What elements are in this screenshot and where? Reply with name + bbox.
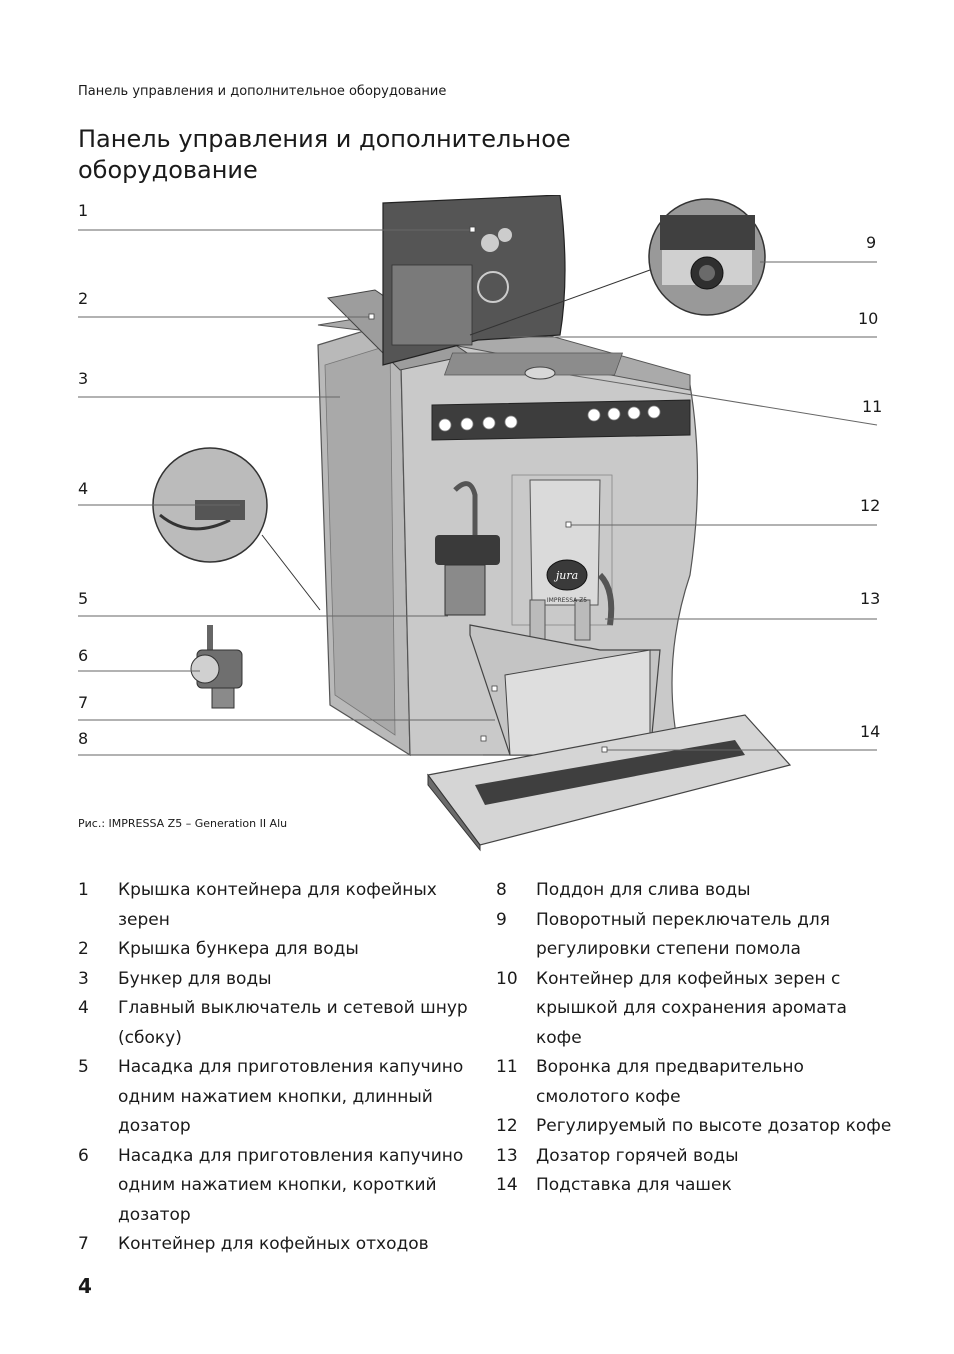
page-title: Панель управления и дополнительное обору… xyxy=(78,125,571,184)
legend-item: 7 Контейнер для кофейных отходов xyxy=(78,1230,468,1260)
callout-5: 5 xyxy=(78,589,89,608)
legend-text: Крышка контейнера для кофейных зерен xyxy=(118,880,437,930)
machine-figure: jura IMPRESSA Z5 1 2 3 4 5 6 7 8 9 10 11… xyxy=(0,195,954,855)
legend-text: Насадка для приготовления капучино одним… xyxy=(118,1057,464,1136)
running-header: Панель управления и дополнительное обору… xyxy=(78,84,447,99)
callout-6: 6 xyxy=(78,646,89,665)
model-label: IMPRESSA Z5 xyxy=(547,597,587,604)
callout-11: 11 xyxy=(862,397,883,416)
callout-14: 14 xyxy=(860,722,881,741)
bean-lid-panel xyxy=(382,195,566,366)
legend-text: Регулируемый по высоте дозатор кофе xyxy=(536,1116,892,1136)
callout-10: 10 xyxy=(858,309,879,328)
jura-logo: jura IMPRESSA Z5 xyxy=(546,559,588,604)
callout-9: 9 xyxy=(866,233,877,252)
legend-item: 8 Поддон для слива воды xyxy=(496,876,896,906)
legend-num: 12 xyxy=(496,1116,518,1136)
callout-lines xyxy=(78,229,878,756)
legend-text: Контейнер для кофейных отходов xyxy=(118,1234,429,1254)
legend-num: 13 xyxy=(496,1145,518,1166)
legend-num: 10 xyxy=(496,968,518,989)
legend-text: Дозатор горячей воды xyxy=(536,1145,739,1166)
callout-4: 4 xyxy=(78,479,89,498)
legend-text: Главный выключатель и сетевой шнур (сбок… xyxy=(118,998,468,1048)
legend-item: 5 Насадка для приготовления капучино одни… xyxy=(78,1053,468,1142)
figure-caption: Рис.: IMPRESSA Z5 – Generation II Alu xyxy=(78,817,288,830)
main-switch-zoom xyxy=(152,447,321,611)
legend-text: Подставка для чашек xyxy=(536,1175,732,1195)
legend-num: 11 xyxy=(496,1057,518,1077)
legend-text: Насадка для приготовления капучино одним… xyxy=(118,1145,464,1225)
brand-logo-text: jura xyxy=(553,569,578,582)
legend-item: 12 Регулируемый по высоте дозатор кофе xyxy=(496,1112,896,1142)
callout-7: 7 xyxy=(78,693,89,712)
legend-num: 6 xyxy=(78,1145,89,1166)
legend-right: 8 Поддон для слива воды 9 Поворотный перек… xyxy=(496,876,896,1201)
callout-12: 12 xyxy=(860,496,881,515)
legend-text: Поддон для слива воды xyxy=(536,880,751,900)
legend-item: 2 Крышка бункера для воды xyxy=(78,935,468,965)
legend-num: 2 xyxy=(78,939,89,959)
callout-13: 13 xyxy=(860,589,881,608)
legend-text: Воронка для предварительно смолотого коф… xyxy=(536,1057,804,1107)
legend-item: 14 Подставка для чашек xyxy=(496,1171,896,1201)
legend-item: 11 Воронка для предварительно смолотого к… xyxy=(496,1053,896,1112)
legend-num: 7 xyxy=(78,1234,89,1254)
callout-3: 3 xyxy=(78,369,89,388)
grinder-zoom xyxy=(469,198,766,336)
coffee-machine-illustration: jura IMPRESSA Z5 xyxy=(78,195,878,852)
legend-item: 13 Дозатор горячей воды xyxy=(496,1142,896,1172)
legend-text: Поворотный переключатель для регулировки… xyxy=(536,909,830,960)
legend-item: 3 Бункер для воды xyxy=(78,965,468,995)
short-nozzle-illustration xyxy=(190,625,243,709)
legend-text: Крышка бункера для воды xyxy=(118,939,359,959)
legend-item: 6 Насадка для приготовления капучино одни… xyxy=(78,1142,468,1231)
legend-num: 14 xyxy=(496,1175,518,1195)
callout-1: 1 xyxy=(78,201,89,220)
legend-num: 1 xyxy=(78,880,89,900)
callout-8: 8 xyxy=(78,729,89,748)
legend-item: 10 Контейнер для кофейных зерен с крышкой… xyxy=(496,965,896,1054)
legend-item: 1 Крышка контейнера для кофейных зерен xyxy=(78,876,468,935)
legend-num: 9 xyxy=(496,909,507,930)
legend-text: Контейнер для кофейных зерен с крышкой д… xyxy=(536,968,847,1048)
legend-num: 8 xyxy=(496,880,507,900)
legend-item: 9 Поворотный переключатель для регулировк… xyxy=(496,906,896,965)
legend-num: 3 xyxy=(78,968,89,989)
legend-num: 5 xyxy=(78,1057,89,1077)
page-number: 4 xyxy=(78,1274,92,1298)
callout-2: 2 xyxy=(78,289,89,308)
legend-item: 4 Главный выключатель и сетевой шнур (сбо… xyxy=(78,994,468,1053)
legend-num: 4 xyxy=(78,998,89,1018)
legend-text: Бункер для воды xyxy=(118,968,272,989)
